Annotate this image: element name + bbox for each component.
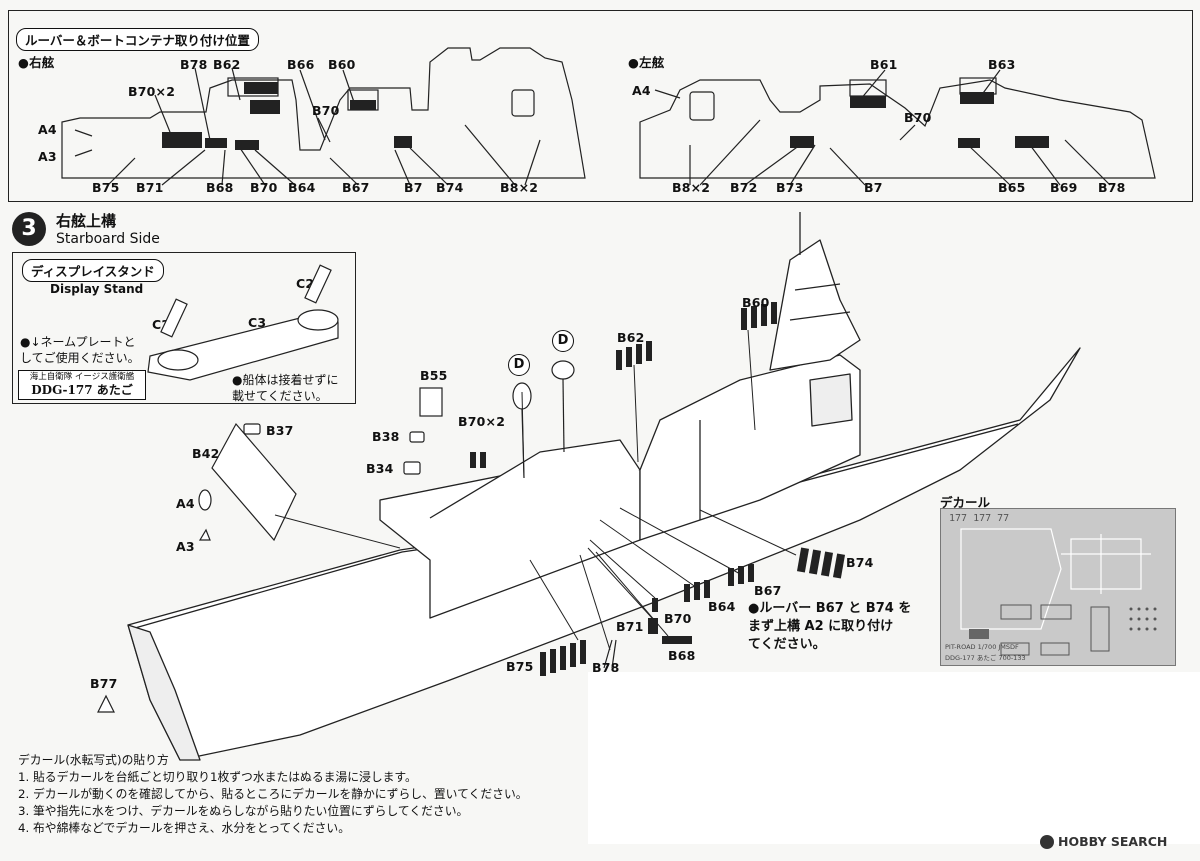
sb-label-b64: B64 <box>288 180 316 195</box>
sb-label-b70-lower: B70 <box>250 180 278 195</box>
port-label-b70: B70 <box>904 110 932 125</box>
port-label-b69: B69 <box>1050 180 1078 195</box>
part-label-b60: B60 <box>742 295 770 310</box>
sb-label-b7: B7 <box>404 180 423 195</box>
sb-label-b8x2: B8×2 <box>500 180 539 195</box>
nameplate-line1: 海上自衛隊 イージス護衛艦 <box>29 372 135 382</box>
decal-footer-2: DDG-177 あたご 700-133 <box>945 654 1026 662</box>
part-label-b70: B70 <box>664 611 692 626</box>
part-label-b74: B74 <box>846 555 874 570</box>
nameplate: 海上自衛隊 イージス護衛艦 DDG-177 あたご <box>18 370 146 400</box>
sb-label-a3: A3 <box>38 149 57 164</box>
part-label-d2: D <box>552 330 574 352</box>
display-stand-frame <box>12 252 356 404</box>
decal-instructions: デカール(水転写式)の貼り方 1. 貼るデカールを台紙ごと切り取り1枚ずつ水また… <box>18 752 528 837</box>
decal-artwork <box>960 528 1157 656</box>
port-label-b8x2: B8×2 <box>672 180 711 195</box>
port-label-a4: A4 <box>632 83 651 98</box>
starboard-label: ●右舷 <box>18 55 55 70</box>
part-label-b77: B77 <box>90 676 118 691</box>
decal-sheet: 177 177 77 PIT-ROAD 1/700 JMSDF DDG-177 … <box>940 508 1176 666</box>
watermark-text: HOBBY SEARCH <box>1058 834 1168 849</box>
top-panel-frame <box>8 10 1193 202</box>
sb-label-b62: B62 <box>213 57 241 72</box>
display-stand-title: ディスプレイスタンド <box>22 259 164 282</box>
instruction-line-1: 1. 貼るデカールを台紙ごと切り取り1枚ずつ水またはぬるま湯に浸します。 <box>18 770 417 784</box>
port-label-b72: B72 <box>730 180 758 195</box>
stand-note-hull: ●船体は接着せずに 載せてください。 <box>232 373 339 403</box>
part-label-b71: B71 <box>616 619 644 634</box>
part-label-d1: D <box>508 354 530 376</box>
stand-note-nameplate: ●↓ネームプレートと してご使用ください。 <box>20 335 140 365</box>
decal-footer-1: PIT-ROAD 1/700 JMSDF <box>945 643 1019 651</box>
part-label-b67: B67 <box>754 583 782 598</box>
part-label-b42: B42 <box>192 446 220 461</box>
part-label-b34: B34 <box>366 461 394 476</box>
decal-title: デカール <box>940 495 991 510</box>
part-label-b70x2: B70×2 <box>458 414 506 429</box>
step-number-badge: 3 <box>12 212 46 246</box>
top-panel-title: ルーバー＆ボートコンテナ取り付け位置 <box>16 28 259 51</box>
instruction-line-2: 2. デカールが動くのを確認してから、貼るところにデカールを静かにずらし、置いて… <box>18 787 528 801</box>
watermark: HOBBY SEARCH <box>1040 834 1167 849</box>
port-label-b63: B63 <box>988 57 1016 72</box>
part-label-b78: B78 <box>592 660 620 675</box>
step-title-en: Starboard Side <box>56 231 160 247</box>
sb-label-a4: A4 <box>38 122 57 137</box>
sb-label-b67: B67 <box>342 180 370 195</box>
port-label-b7: B7 <box>864 180 883 195</box>
port-label-b78: B78 <box>1098 180 1126 195</box>
sb-label-b75: B75 <box>92 180 120 195</box>
part-label-b75: B75 <box>506 659 534 674</box>
part-label-b62: B62 <box>617 330 645 345</box>
port-label-b73: B73 <box>776 180 804 195</box>
part-label-a3: A3 <box>176 539 195 554</box>
sb-label-b74: B74 <box>436 180 464 195</box>
stand-label-c3: C3 <box>248 315 267 330</box>
sb-label-b68: B68 <box>206 180 234 195</box>
instruction-line-4: 4. 布や綿棒などでデカールを押さえ、水分をとってください。 <box>18 821 350 835</box>
louver-note: ●ルーバー B67 と B74 を まず上構 A2 に取り付け てください。 <box>748 601 912 652</box>
sb-label-b70-upper: B70 <box>312 103 340 118</box>
part-label-b64: B64 <box>708 599 736 614</box>
port-label-b61: B61 <box>870 57 898 72</box>
decal-numbers: 177 177 77 <box>949 513 1010 524</box>
sb-label-b70x2: B70×2 <box>128 84 176 99</box>
part-label-b55: B55 <box>420 368 448 383</box>
sb-label-b60: B60 <box>328 57 356 72</box>
part-label-b68: B68 <box>668 648 696 663</box>
sb-label-b71: B71 <box>136 180 164 195</box>
sb-label-b66: B66 <box>287 57 315 72</box>
part-label-a4: A4 <box>176 496 195 511</box>
instructions-title: デカール(水転写式)の貼り方 <box>18 753 169 767</box>
instruction-line-3: 3. 筆や指先に水をつけ、デカールをぬらしながら貼りたい位置にずらしてください。 <box>18 804 469 818</box>
step-title-jp: 右舷上構 <box>56 212 117 230</box>
sb-label-b78: B78 <box>180 57 208 72</box>
blank-area <box>588 672 1200 844</box>
part-label-b38: B38 <box>372 429 400 444</box>
part-label-b37: B37 <box>266 423 294 438</box>
watermark-logo-icon <box>1040 834 1054 849</box>
display-stand-title-en: Display Stand <box>50 282 144 296</box>
nameplate-line2: DDG-177 あたご <box>31 383 133 397</box>
port-label: ●左舷 <box>628 55 665 70</box>
port-label-b65: B65 <box>998 180 1026 195</box>
